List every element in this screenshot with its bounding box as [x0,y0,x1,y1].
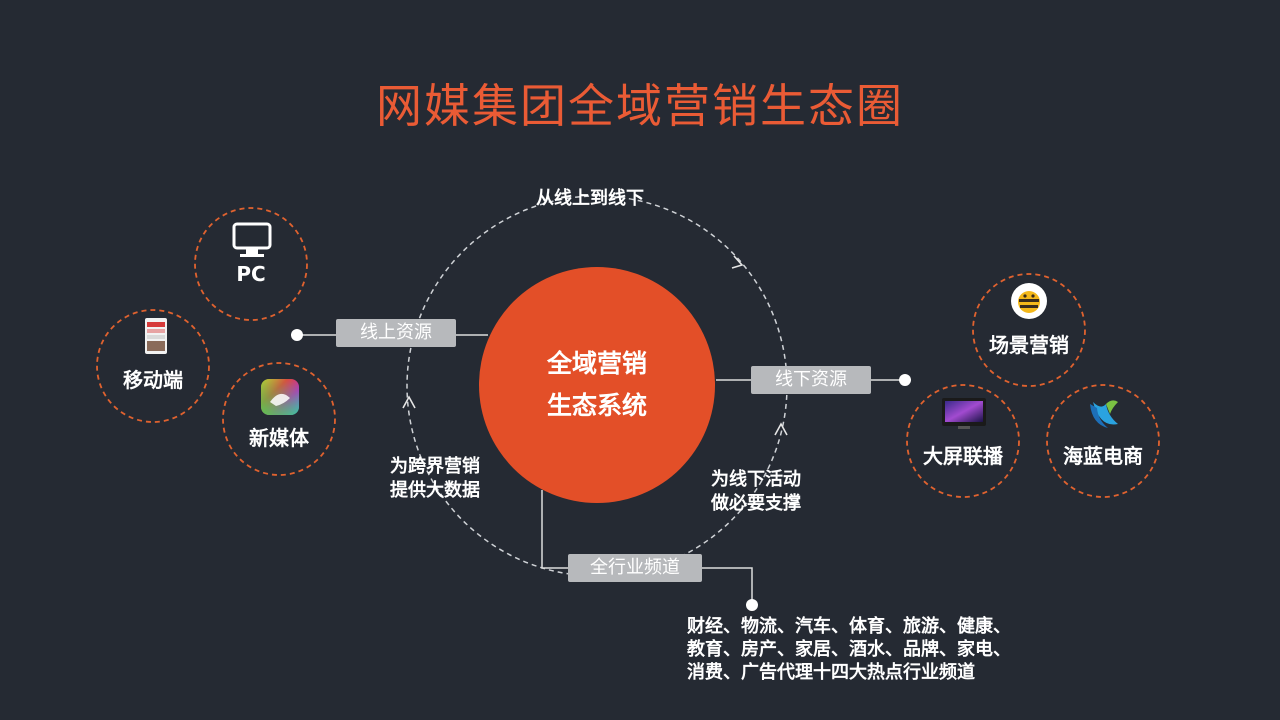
industry-list-line-3: 消费、广告代理十四大热点行业频道 [687,662,975,683]
industry-channels-tag: 全行业频道 [568,554,702,582]
ring-label-left: 为跨界营销 提供大数据 [390,455,480,503]
node-label-big-screen: 大屏联播 [923,444,1003,468]
ring-arrow-top-right [731,255,744,269]
industry-list-line-2: 教育、房产、家居、酒水、品牌、家电、 [687,639,1011,660]
online-endpoint [291,329,303,341]
ring-label-left-line-1: 为跨界营销 [390,456,480,477]
center-line-2: 生态系统 [546,391,647,420]
center-title: 全域营销 生态系统 [477,343,717,427]
monitor-icon [232,222,272,257]
node-circle-ecommerce [1046,384,1160,498]
node-label-newmedia: 新媒体 [249,426,309,450]
center-circle [479,267,715,503]
app-icon [261,379,299,415]
node-label-mobile: 移动端 [123,368,183,392]
node-label-scene-marketing: 场景营销 [989,333,1069,357]
ring-arrow-right [774,422,788,436]
node-label-ecommerce: 海蓝电商 [1063,444,1143,468]
industry-list: 财经、物流、汽车、体育、旅游、健康、 教育、房产、家居、酒水、品牌、家电、 消费… [687,615,1011,684]
industry-list-line-1: 财经、物流、汽车、体育、旅游、健康、 [687,616,1011,637]
node-circle-pc [194,207,308,321]
node-label-pc: PC [236,262,266,286]
bird-logo-icon [1090,400,1118,428]
mobile-phone-icon [145,318,167,354]
ring-arrow-left [402,395,416,409]
bee-icon [1011,283,1047,319]
node-circle-bigscreen [906,384,1020,498]
ring-label-top: 从线上到线下 [536,188,644,209]
offline-resources-tag: 线下资源 [751,366,871,394]
node-circle-mobile [96,309,210,423]
ring-label-left-line-2: 提供大数据 [390,480,480,501]
ring-label-right-line-1: 为线下活动 [711,469,801,490]
ring-label-right-line-2: 做必要支撑 [711,493,801,514]
page-title: 网媒集团全域营销生态圈 [376,79,904,133]
big-screen-icon [942,398,986,429]
industry-endpoint [746,599,758,611]
ring-label-right: 为线下活动 做必要支撑 [711,468,801,516]
offline-endpoint [899,374,911,386]
node-circle-scene [972,273,1086,387]
node-circle-newmedia [222,362,336,476]
center-line-1: 全域营销 [546,349,647,378]
online-resources-tag: 线上资源 [336,319,456,347]
